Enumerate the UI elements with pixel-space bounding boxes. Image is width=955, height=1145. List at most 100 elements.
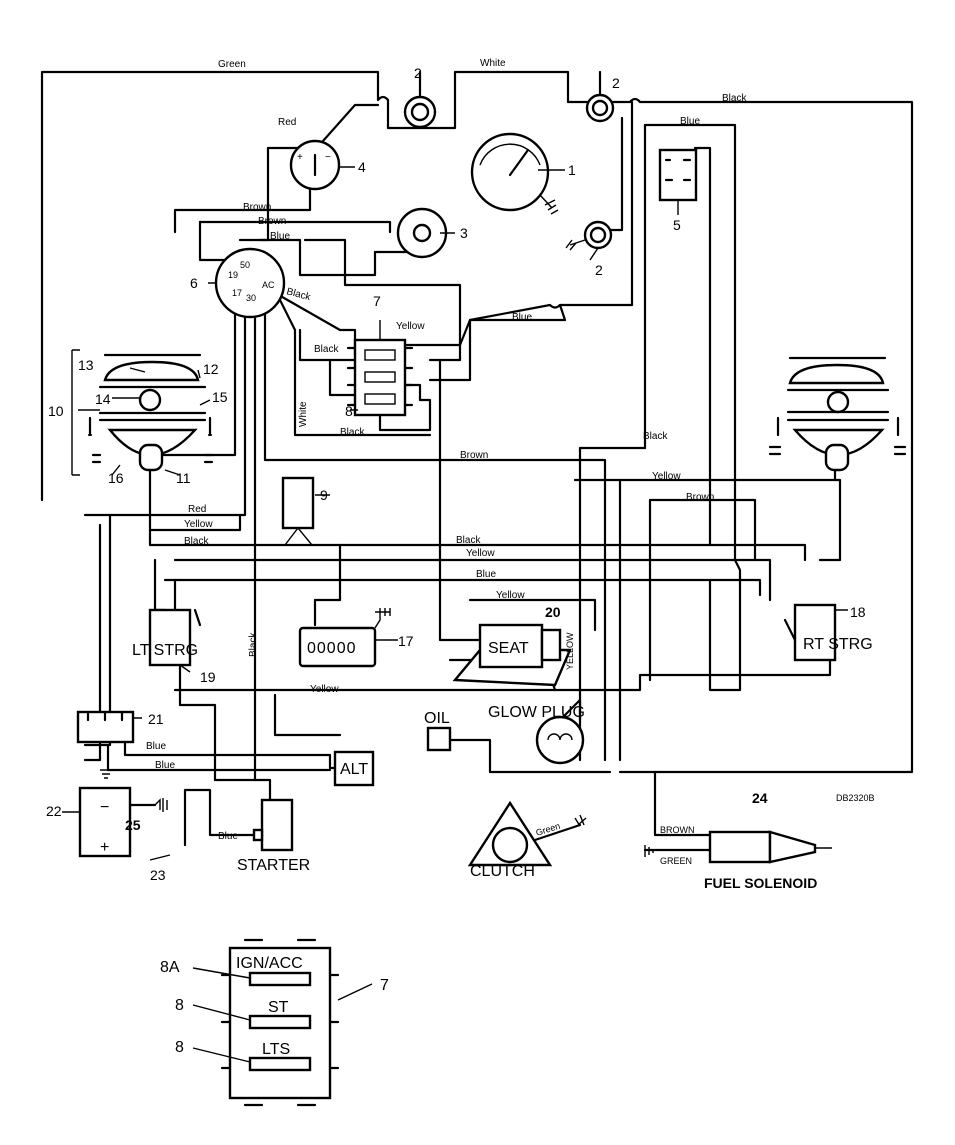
callout-3: 3	[460, 225, 468, 241]
fuel-solenoid-label: FUEL SOLENOID	[704, 875, 817, 891]
wire-label-red: Red	[188, 504, 206, 515]
fuse-callout-8a: 8A	[160, 959, 180, 976]
glow-plug	[535, 715, 585, 765]
wire-label-brown: Brown	[243, 202, 271, 213]
callout-numbers: 1 2 2 2 3 4 5 6 7 8 9 10 11 12 13 14 15 …	[46, 65, 866, 883]
ignition-terminal-50: 50	[240, 260, 250, 270]
callout-13: 13	[78, 357, 94, 373]
connector-21	[76, 710, 135, 779]
callout-2: 2	[595, 262, 603, 278]
callout-21: 21	[148, 711, 164, 727]
callout-15: 15	[212, 389, 228, 405]
wire-label-blue: Blue	[218, 831, 238, 842]
left-headlight-assembly	[71, 349, 214, 476]
wire-label-yellow: Yellow	[396, 321, 425, 332]
callout-leaders	[62, 80, 848, 861]
drawing-code: DB2320B	[836, 793, 875, 803]
battery-minus: −	[100, 799, 109, 816]
wire-label-blue: Blue	[512, 312, 532, 323]
relay-5	[658, 148, 698, 202]
ignition-terminal-30: 30	[246, 293, 256, 303]
fuse-block-detail	[192, 938, 373, 1107]
callout-25: 25	[125, 817, 141, 833]
fuel-solenoid	[644, 830, 832, 864]
alternator	[333, 750, 375, 787]
wire-label-black: Black	[184, 536, 209, 547]
fuse-callout-7: 7	[380, 977, 389, 994]
callout-8: 8	[345, 403, 353, 419]
wire-label-yellow: Yellow	[652, 471, 681, 482]
callout-2: 2	[414, 65, 422, 81]
callout-2: 2	[612, 75, 620, 91]
ignition-terminal-19: 19	[228, 270, 238, 280]
callout-10: 10	[48, 403, 64, 419]
callout-24: 24	[752, 790, 768, 806]
callout-22: 22	[46, 803, 62, 819]
wire-label-brown: Brown	[258, 216, 286, 227]
callout-20: 20	[545, 604, 561, 620]
wire-label-black: Black	[722, 93, 747, 104]
seat-label: SEAT	[488, 640, 529, 657]
fuse-label-ign-acc: IGN/ACC	[236, 955, 303, 972]
callout-11: 11	[176, 470, 191, 486]
rt-strg-switch	[783, 603, 837, 662]
callout-18: 18	[850, 604, 866, 620]
clutch-label: CLUTCH	[470, 863, 535, 880]
indicator-lamp-2a	[403, 95, 437, 129]
alt-label: ALT	[340, 761, 368, 778]
callout-4: 4	[358, 159, 366, 175]
lt-strg-label: LT STRG	[132, 642, 198, 659]
fuse-label-st: ST	[268, 999, 289, 1016]
fuse-callout-8: 8	[175, 997, 184, 1014]
callout-9: 9	[320, 487, 328, 503]
svg-text:−: −	[325, 152, 331, 163]
wire-label-green: GREEN	[660, 856, 692, 866]
callout-12: 12	[203, 361, 219, 377]
wire-harness	[40, 70, 914, 852]
relay-9	[281, 476, 315, 546]
fuse-callout-8: 8	[175, 1039, 184, 1056]
wire-label-black: Black	[248, 632, 259, 657]
component-labels: LT STRG RT STRG SEAT GLOW PLUG OIL ALT S…	[100, 636, 875, 891]
fuse-detail-labels: IGN/ACC ST LTS 8A 8 8 7	[160, 955, 389, 1058]
callout-19: 19	[200, 669, 216, 685]
wire-label-blue: Blue	[270, 231, 290, 242]
indicator-lamp-2b	[585, 93, 615, 123]
oil-label: OIL	[424, 710, 450, 727]
clutch-switch	[467, 800, 587, 867]
callout-23: 23	[150, 867, 166, 883]
wire-label-white: White	[480, 58, 506, 69]
wire-label-red: Red	[278, 117, 296, 128]
callout-1: 1	[568, 162, 576, 178]
callout-17: 17	[398, 633, 414, 649]
right-headlight-assembly	[768, 356, 907, 472]
wire-label-yellow: YELLOW	[565, 632, 575, 670]
wire-label-yellow: Yellow	[184, 519, 213, 530]
wire-label-black: Black	[643, 431, 668, 442]
wire-label-blue: Blue	[146, 741, 166, 752]
wire-label-brown: Brown	[686, 492, 714, 503]
starter-label: STARTER	[237, 857, 310, 874]
ignition-switch-6	[214, 247, 286, 319]
hour-meter-digits: 00000	[307, 640, 357, 657]
wire-label-yellow: Yellow	[496, 590, 525, 601]
wire-label-white: White	[298, 401, 309, 427]
callout-6: 6	[190, 275, 198, 291]
callout-7: 7	[373, 293, 381, 309]
svg-text:+: +	[297, 152, 303, 163]
hour-meter-17	[298, 608, 391, 668]
ignition-terminal-17: 17	[232, 288, 242, 298]
wire-label-black: Black	[456, 535, 481, 546]
wire-label-blue: Blue	[155, 760, 175, 771]
fuse-label-lts: LTS	[262, 1041, 290, 1058]
wire-label-blue: Blue	[476, 569, 496, 580]
gauge-1	[470, 132, 559, 215]
wire-label-blue: Blue	[680, 116, 700, 127]
callout-14: 14	[95, 391, 111, 407]
rt-strg-label: RT STRG	[803, 636, 873, 653]
callout-16: 16	[108, 470, 124, 486]
lt-strg-switch	[148, 608, 202, 667]
callout-5: 5	[673, 217, 681, 233]
